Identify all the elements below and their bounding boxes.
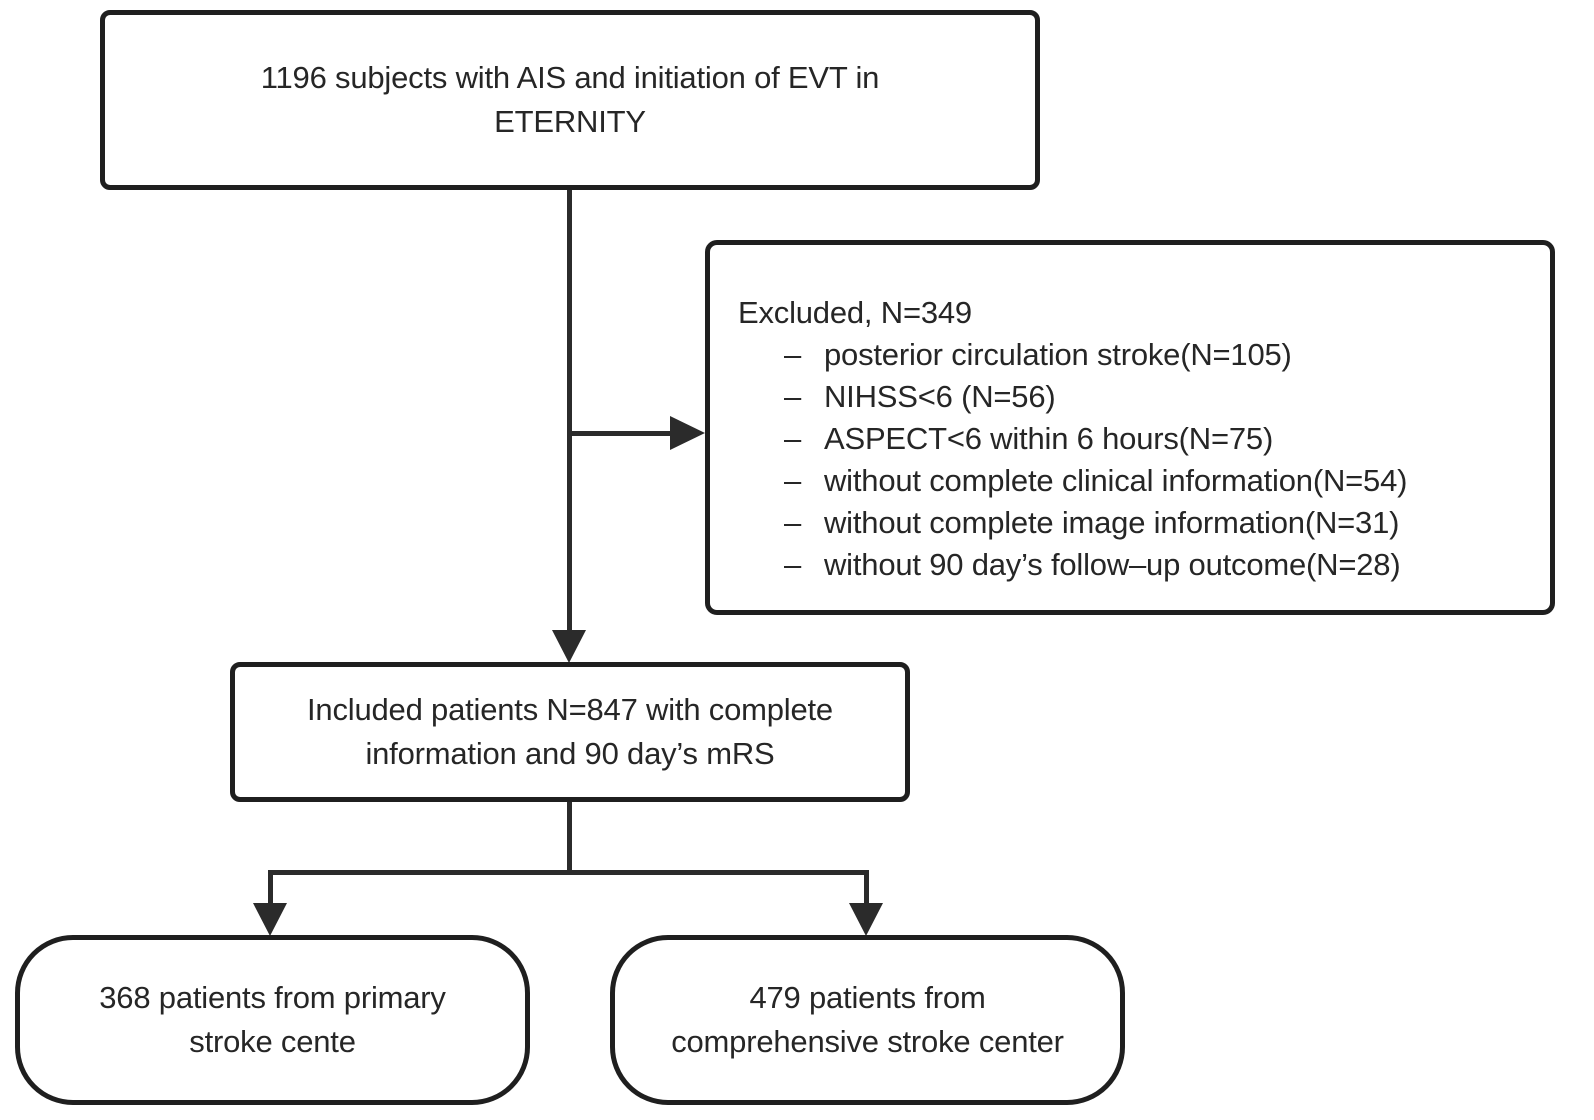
excluded-title: Excluded, N=349 (738, 295, 972, 330)
included-line1: Included patients N=847 with complete (307, 692, 833, 727)
arrowhead-right-to-excluded (670, 416, 705, 450)
connector-stem-bottom (567, 802, 572, 875)
excluded-item: – NIHSS<6 (N=56) (784, 376, 1056, 418)
connector-stem-top (567, 190, 572, 632)
bullet-dash: – (784, 547, 802, 582)
excluded-item-text: NIHSS<6 (N=56) (824, 379, 1056, 414)
comprehensive-line1: 479 patients from (749, 980, 986, 1015)
excluded-item-text: without 90 day’s follow–up outcome(N=28) (824, 547, 1401, 582)
bullet-dash: – (784, 505, 802, 540)
excluded-item: – without complete image information(N=3… (784, 502, 1399, 544)
primary-line1: 368 patients from primary (99, 980, 446, 1015)
excluded-item-text: ASPECT<6 within 6 hours(N=75) (824, 421, 1274, 456)
bullet-dash: – (784, 379, 802, 414)
box-comprehensive-stroke-center: 479 patients from comprehensive stroke c… (610, 935, 1125, 1105)
excluded-item-text: without complete clinical information(N=… (824, 463, 1408, 498)
box-initial-cohort: 1196 subjects with AIS and initiation of… (100, 10, 1040, 190)
connector-drop-right (864, 870, 869, 908)
excluded-item: – without 90 day’s follow–up outcome(N=2… (784, 544, 1401, 586)
excluded-item: – without complete clinical information(… (784, 460, 1407, 502)
initial-cohort-line1: 1196 subjects with AIS and initiation of… (260, 60, 880, 95)
initial-cohort-line2: ETERNITY (494, 104, 646, 139)
bullet-dash: – (784, 337, 802, 372)
primary-line2: stroke cente (189, 1024, 356, 1059)
arrowhead-down-to-primary (253, 903, 287, 936)
connector-branch-excluded (569, 431, 674, 436)
box-included-patients: Included patients N=847 with complete in… (230, 662, 910, 802)
arrowhead-down-to-comprehensive (849, 903, 883, 936)
excluded-item: – posterior circulation stroke(N=105) (784, 334, 1292, 376)
excluded-item-text: posterior circulation stroke(N=105) (824, 337, 1292, 372)
box-excluded: Excluded, N=349 – posterior circulation … (705, 240, 1555, 615)
connector-split-horizontal (268, 870, 869, 875)
arrowhead-down-to-included (552, 630, 586, 663)
comprehensive-line2: comprehensive stroke center (671, 1024, 1064, 1059)
box-primary-stroke-center: 368 patients from primary stroke cente (15, 935, 530, 1105)
bullet-dash: – (784, 463, 802, 498)
excluded-item: – ASPECT<6 within 6 hours(N=75) (784, 418, 1273, 460)
connector-drop-left (268, 870, 273, 908)
bullet-dash: – (784, 421, 802, 456)
included-line2: information and 90 day’s mRS (365, 736, 775, 771)
excluded-item-text: without complete image information(N=31) (824, 505, 1400, 540)
